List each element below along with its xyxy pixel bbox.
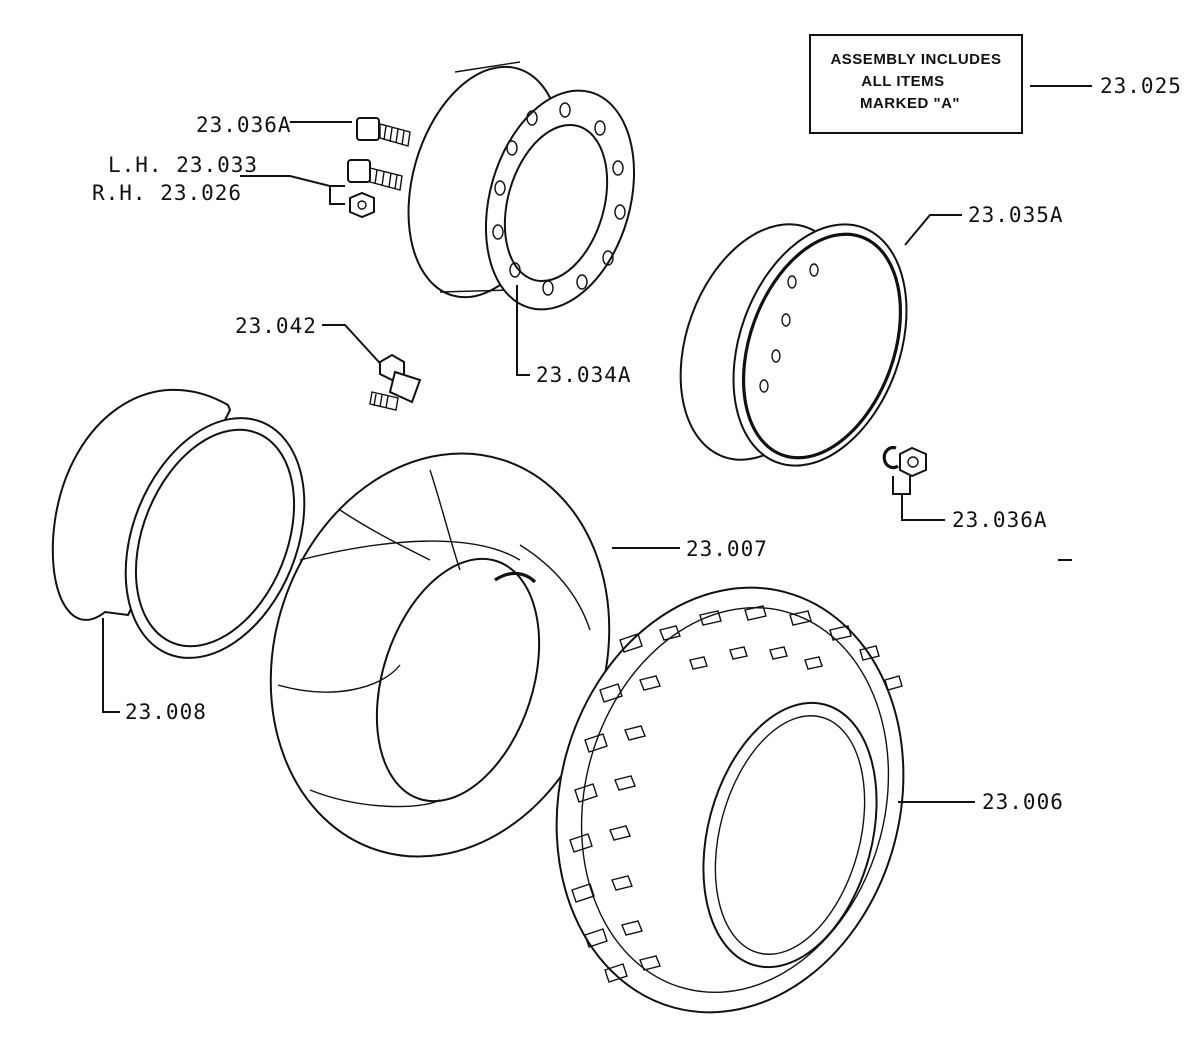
assembly-note-line2: ALL ITEMS — [861, 73, 944, 90]
inner-tube: 23.007 — [269, 452, 768, 858]
tire: 23.006 — [555, 586, 1064, 1014]
tube-hole — [375, 557, 541, 803]
lock-washer-icon — [882, 445, 899, 470]
inner-rim-face — [732, 223, 908, 467]
bolt-icon — [356, 117, 411, 147]
inner-rim-bolt-holes — [759, 263, 819, 393]
label-23-042: 23.042 — [235, 314, 317, 338]
label-23-007: 23.007 — [686, 537, 768, 561]
tire-flap: 23.008 — [51, 388, 306, 724]
label-nut: 23.036A — [952, 508, 1048, 532]
label-23-034A: 23.034A — [536, 363, 632, 387]
label-rh: R.H. 23.026 — [92, 181, 242, 205]
hex-nut-icon — [349, 191, 375, 219]
washer-nut-group: 23.036A — [882, 445, 1072, 561]
label-23-008: 23.008 — [125, 700, 207, 724]
label-lh: L.H. 23.033 — [108, 153, 258, 177]
tire-bead-hole — [702, 701, 878, 969]
label-23-035A: 23.035A — [968, 203, 1064, 227]
nut-icon — [899, 446, 927, 478]
assembly-note-line3: MARKED "A" — [860, 95, 960, 112]
stud-icon — [347, 159, 403, 191]
label-23-006: 23.006 — [982, 790, 1064, 814]
valve-stem: 23.042 — [235, 314, 422, 411]
outer-rim-half: 23.034A — [407, 61, 636, 387]
inner-rim-half: 23.035A — [679, 203, 1064, 467]
assembly-note-box — [809, 34, 1023, 134]
rim-bolt-holes — [492, 102, 626, 296]
label-bolt: 23.036A — [196, 113, 292, 137]
flap-rim-inner — [134, 428, 296, 648]
bolt-group: 23.036A L.H. 23.033 R.H. 23.026 — [92, 113, 411, 219]
assembly-note: ASSEMBLY INCLUDES ALL ITEMS MARKED "A" 2… — [809, 34, 1182, 134]
assembly-note-line1: ASSEMBLY INCLUDES — [830, 51, 1001, 68]
tire-tread — [569, 605, 903, 983]
rim-center-hole — [503, 123, 609, 283]
label-23-025: 23.025 — [1100, 74, 1182, 98]
valve-icon — [369, 353, 422, 411]
